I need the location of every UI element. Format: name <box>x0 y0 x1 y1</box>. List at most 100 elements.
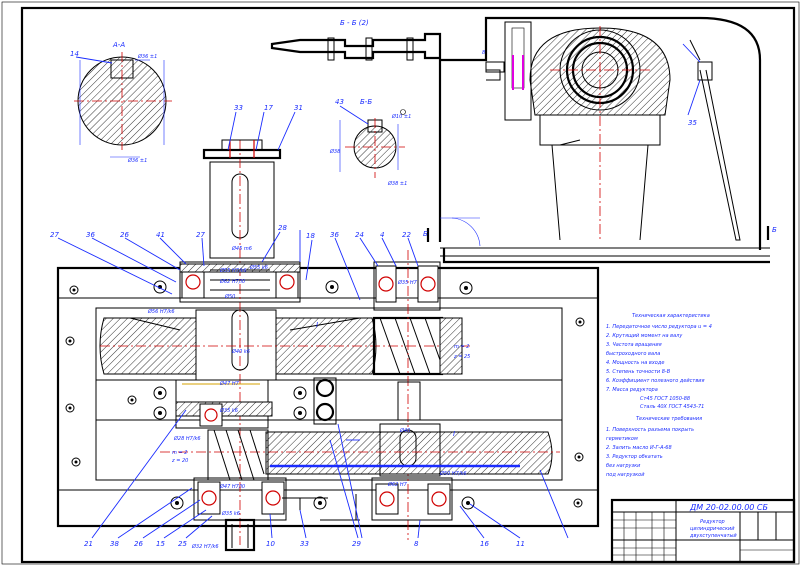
svg-text:Ø35 k6: Ø35 k6 <box>221 510 240 517</box>
callout-16: 16 <box>480 540 489 548</box>
intermediate-gear <box>372 250 463 540</box>
view-d-label: Б - Б (2) <box>340 19 369 27</box>
callout-38: 38 <box>110 540 119 548</box>
pinion-assembly <box>175 379 287 552</box>
svg-text:Ø35 k6: Ø35 k6 <box>219 407 238 414</box>
drawing-frame <box>20 6 796 564</box>
shaft-view: Б - Б (2) <box>270 19 442 61</box>
callout-8: 8 <box>414 540 419 548</box>
svg-text:Ø36 ±1: Ø36 ±1 <box>137 53 157 60</box>
tech-spec-line: Ст45 ГОСТ 1050-88 <box>640 396 690 402</box>
section-aa-label: А-А <box>112 41 125 49</box>
callout-26b: 26 <box>134 540 143 548</box>
tech-spec-line: 4. Мощность на входе <box>606 360 664 366</box>
axis-mark-lower: I <box>453 430 455 438</box>
callout-14: 14 <box>70 50 79 58</box>
svg-text:Ø50: Ø50 <box>224 293 235 300</box>
svg-text:Ø40: Ø40 <box>399 427 410 434</box>
svg-text:Ø38 ±1: Ø38 ±1 <box>387 180 407 187</box>
housing <box>56 266 600 528</box>
title-name-3: двухступенчатый <box>689 533 737 539</box>
side-view: Б Б 35 8 <box>423 16 777 264</box>
callout-28: 28 <box>278 224 287 232</box>
output-gear <box>160 423 560 521</box>
main-section-view: Ø55 H7/k6 Ø62 H7/l0 Ø50 Ø55 k6 Ø45 m6 Ø3… <box>50 104 600 552</box>
svg-text:m = 2: m = 2 <box>172 450 187 456</box>
callout-27a: 27 <box>50 231 59 239</box>
callout-24: 24 <box>355 231 364 239</box>
callout-10: 10 <box>266 540 275 548</box>
svg-text:Ø36 ±1: Ø36 ±1 <box>127 157 147 164</box>
callout-22: 22 <box>402 231 411 239</box>
callout-33: 33 <box>234 104 243 112</box>
svg-text:Ø62 H7: Ø62 H7 <box>387 481 408 488</box>
tech-req-line: герметиком <box>606 436 638 442</box>
tech-spec-line: 1. Передаточное число редуктора u = 4 <box>606 324 712 330</box>
tech-req-line: 3. Редуктор обкатать <box>606 454 663 460</box>
callout-25: 25 <box>178 540 187 548</box>
section-aa-view: А-А Ø36 ±1 Ø36 ±1 14 <box>70 41 172 164</box>
callout-43: 43 <box>335 98 344 106</box>
callout-35: 35 <box>688 119 697 127</box>
svg-text:m = 2: m = 2 <box>454 344 469 350</box>
svg-text:8: 8 <box>482 50 485 56</box>
svg-text:Ø55 H7/k6: Ø55 H7/k6 <box>219 267 247 274</box>
callout-26a: 26 <box>120 231 129 239</box>
callout-31: 31 <box>294 104 303 112</box>
svg-text:Ø40 k6: Ø40 k6 <box>231 348 250 355</box>
tech-req-heading: Технические требования <box>636 416 702 422</box>
title-name-2: цилиндрический <box>690 526 735 532</box>
svg-text:z = 20: z = 20 <box>171 458 188 464</box>
title-block: ДМ 20-02.00.00 СБ Редуктор цилиндрически… <box>610 498 796 564</box>
svg-text:Ø55 k6: Ø55 k6 <box>249 264 268 271</box>
tech-spec-heading: Техническая характеристика <box>632 313 710 319</box>
tech-spec-line: 5. Степень точности 8-В <box>606 369 671 375</box>
doc-code: ДМ 20-02.00.00 СБ <box>689 503 769 512</box>
tech-req-line: 1. Поверхность разъема покрыть <box>606 427 694 433</box>
tech-spec-line: быстроходного вала <box>606 351 660 357</box>
tech-req-line: без нагрузки <box>606 463 641 469</box>
title-name-1: Редуктор <box>700 519 725 525</box>
callout-27b: 27 <box>196 231 205 239</box>
tech-spec-line: 2. Крутящий момент на валу <box>606 333 683 339</box>
svg-text:Ø32 H7/k6: Ø32 H7/k6 <box>191 543 219 550</box>
callout-41: 41 <box>156 231 165 239</box>
callout-21: 21 <box>84 540 93 548</box>
tech-spec-line: Сталь 40Х ГОСТ 4543-71 <box>640 404 704 410</box>
callout-4: 4 <box>380 231 384 239</box>
callout-11: 11 <box>516 540 525 548</box>
section-bb-view: Б-Б Ø38 Ø10 ±1 Ø38 ±1 43 <box>329 98 411 187</box>
callout-36b: 36 <box>330 231 339 239</box>
tech-spec-line: 7. Масса редуктора <box>606 387 658 393</box>
svg-text:Ø56 H7/k6: Ø56 H7/k6 <box>147 308 175 315</box>
svg-text:Ø35 H7: Ø35 H7 <box>397 279 418 286</box>
svg-text:Ø10 ±1: Ø10 ±1 <box>391 113 411 120</box>
svg-text:Ø47 H7: Ø47 H7 <box>219 380 240 387</box>
callout-33b: 33 <box>300 540 309 548</box>
large-gear-top <box>99 309 470 381</box>
cut-mark-right: Б <box>772 226 777 234</box>
callout-29: 29 <box>352 540 361 548</box>
callout-18: 18 <box>306 232 315 240</box>
axis-mark-upper: I <box>316 321 318 329</box>
svg-text:Ø50 H7/k6: Ø50 H7/k6 <box>439 470 467 477</box>
svg-text:z = 25: z = 25 <box>453 354 470 360</box>
technical-characteristics: Техническая характеристика 1. Передаточн… <box>606 313 712 478</box>
tech-spec-line: 3. Частота вращения <box>606 342 662 348</box>
tech-req-line: под нагрузкой <box>606 472 645 478</box>
svg-text:Ø47 H7/l0: Ø47 H7/l0 <box>219 483 245 490</box>
housing-bolts <box>65 280 585 510</box>
svg-text:Ø62 H7/l0: Ø62 H7/l0 <box>219 278 245 285</box>
tech-req-line: 2. Залить масло И-Г-А-68 <box>606 445 672 451</box>
cut-mark-left: Б <box>423 230 428 238</box>
callout-17: 17 <box>264 104 273 112</box>
svg-text:Ø45 m6: Ø45 m6 <box>231 245 252 252</box>
svg-text:Ø28 H7/k6: Ø28 H7/k6 <box>173 435 201 442</box>
section-bb-label: Б-Б <box>360 98 372 106</box>
svg-text:Ø38: Ø38 <box>329 148 340 155</box>
input-shaft <box>179 139 301 545</box>
callout-15: 15 <box>156 540 165 548</box>
callout-36: 36 <box>86 231 95 239</box>
